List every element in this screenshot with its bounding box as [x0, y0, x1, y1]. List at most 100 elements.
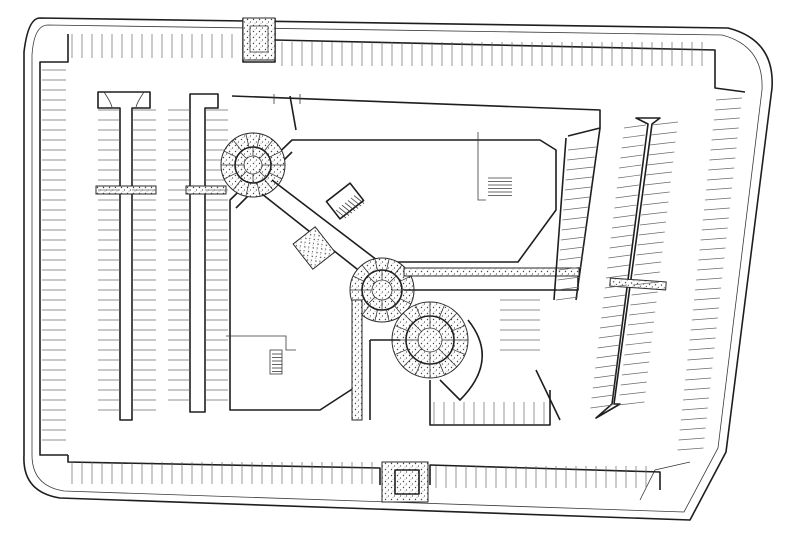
parking-stall-line — [353, 195, 365, 204]
parking-stall-line — [699, 247, 726, 251]
parking-stall-line — [679, 427, 706, 431]
parking-stall-line — [596, 354, 619, 359]
parking-stall-line — [650, 131, 677, 136]
parking-stall-line — [691, 317, 718, 321]
parking-stall-line — [608, 254, 631, 259]
parking-stall-line — [692, 307, 719, 311]
parking-stall-line — [648, 151, 675, 156]
spiral-ramp-southeast — [391, 301, 483, 401]
parking-stall-line — [245, 182, 250, 197]
parking-stall-line — [402, 312, 414, 324]
parking-stall-line — [388, 296, 397, 305]
parking-stall-line — [708, 167, 735, 171]
parking-stall-line — [388, 275, 397, 284]
parking-stall-line — [263, 139, 274, 152]
parking-stall-line — [590, 404, 613, 409]
parking-stall-line — [695, 287, 722, 291]
parking-stall-line — [644, 181, 671, 186]
parking-stall-line — [703, 207, 730, 211]
parking-stall-line — [263, 178, 274, 191]
parking-stall-line — [350, 197, 362, 207]
parking-stall-line — [558, 266, 582, 271]
parking-stall-line — [637, 241, 664, 246]
parking-stall-line — [642, 201, 669, 206]
parking-stall-line — [338, 207, 350, 216]
east-parking-rows — [535, 127, 601, 421]
parking-stall-line — [560, 236, 586, 241]
south-entrance-shaft — [381, 461, 429, 503]
parking-stall-line — [609, 244, 632, 249]
parking-stall-line — [361, 305, 370, 316]
parking-stall-line — [681, 407, 708, 411]
parking-stall-line — [700, 237, 727, 241]
parking-stall-line — [641, 211, 668, 216]
parking-stall-line — [615, 194, 638, 199]
parking-stall-line — [555, 296, 579, 301]
parking-stall-line — [602, 304, 625, 309]
parking-stall-line — [638, 231, 665, 236]
parking-stall-line — [619, 391, 646, 396]
parking-stall-line — [645, 171, 673, 176]
parking-stall-line — [559, 246, 585, 251]
parking-stall-line — [386, 258, 390, 271]
parking-stall-line — [678, 437, 705, 441]
parking-stall-line — [567, 156, 595, 161]
parking-stall-line — [706, 187, 733, 191]
parking-stall-line — [561, 226, 587, 231]
parking-stall-line — [631, 291, 658, 296]
parking-stall-line — [374, 258, 378, 271]
upper-plaza-walls — [231, 94, 601, 137]
parking-stall-line — [597, 344, 620, 349]
parking-stall-line — [715, 97, 743, 101]
parking-stall-line — [632, 281, 659, 286]
parking-stall-line — [704, 197, 732, 201]
parking-stall-line — [711, 137, 738, 141]
parking-stall-line — [710, 147, 737, 151]
parking-stall-line — [633, 271, 661, 276]
parking-stall-line — [223, 172, 237, 180]
spiral-ramp-northwest — [220, 132, 286, 198]
parking-stall-line — [567, 146, 597, 151]
parking-stall-line — [696, 277, 723, 281]
parking-stall-line — [399, 298, 412, 305]
parking-stall-line — [599, 324, 623, 329]
parking-stall-line — [256, 182, 261, 197]
parking-stall-line — [712, 127, 739, 131]
parking-stall-line — [394, 305, 403, 316]
parking-stall-line — [693, 297, 721, 301]
parking-stall-line — [386, 309, 390, 322]
parking-stall-line — [613, 214, 636, 219]
parking-stall-line — [677, 447, 704, 451]
parking-stall-line — [624, 351, 651, 356]
parking-stall-line — [399, 275, 412, 282]
parking-stall-line — [223, 150, 237, 158]
parking-stall-line — [701, 227, 728, 231]
parking-stall-line — [452, 325, 466, 332]
parking-stall-line — [620, 381, 647, 386]
parking-stall-line — [239, 151, 247, 159]
parking-stall-line — [239, 171, 247, 179]
parking-stall-line — [446, 356, 458, 368]
parking-stall-line — [557, 276, 581, 281]
parking-stall-line — [684, 387, 711, 391]
spiral-ramp-central — [349, 257, 415, 323]
parking-stall-line — [607, 264, 630, 269]
parking-stall-line — [625, 341, 652, 346]
parking-stall-line — [438, 348, 448, 358]
parking-stall-line — [709, 157, 736, 161]
parking-stall-line — [394, 264, 403, 275]
parking-stall-line — [647, 161, 674, 166]
parking-stall-line — [245, 133, 250, 148]
parking-stall-line — [269, 150, 283, 158]
parking-stall-line — [269, 172, 283, 180]
parking-stall-line — [617, 174, 641, 179]
parking-stall-line — [412, 322, 422, 332]
north-entrance-shaft — [242, 17, 276, 61]
parking-stall-line — [563, 206, 589, 211]
parking-stall-line — [619, 164, 642, 169]
parking-stall-line — [347, 200, 359, 209]
parking-stall-line — [592, 384, 615, 389]
center-left-parking-island — [168, 93, 228, 413]
parking-stall-line — [639, 221, 667, 226]
